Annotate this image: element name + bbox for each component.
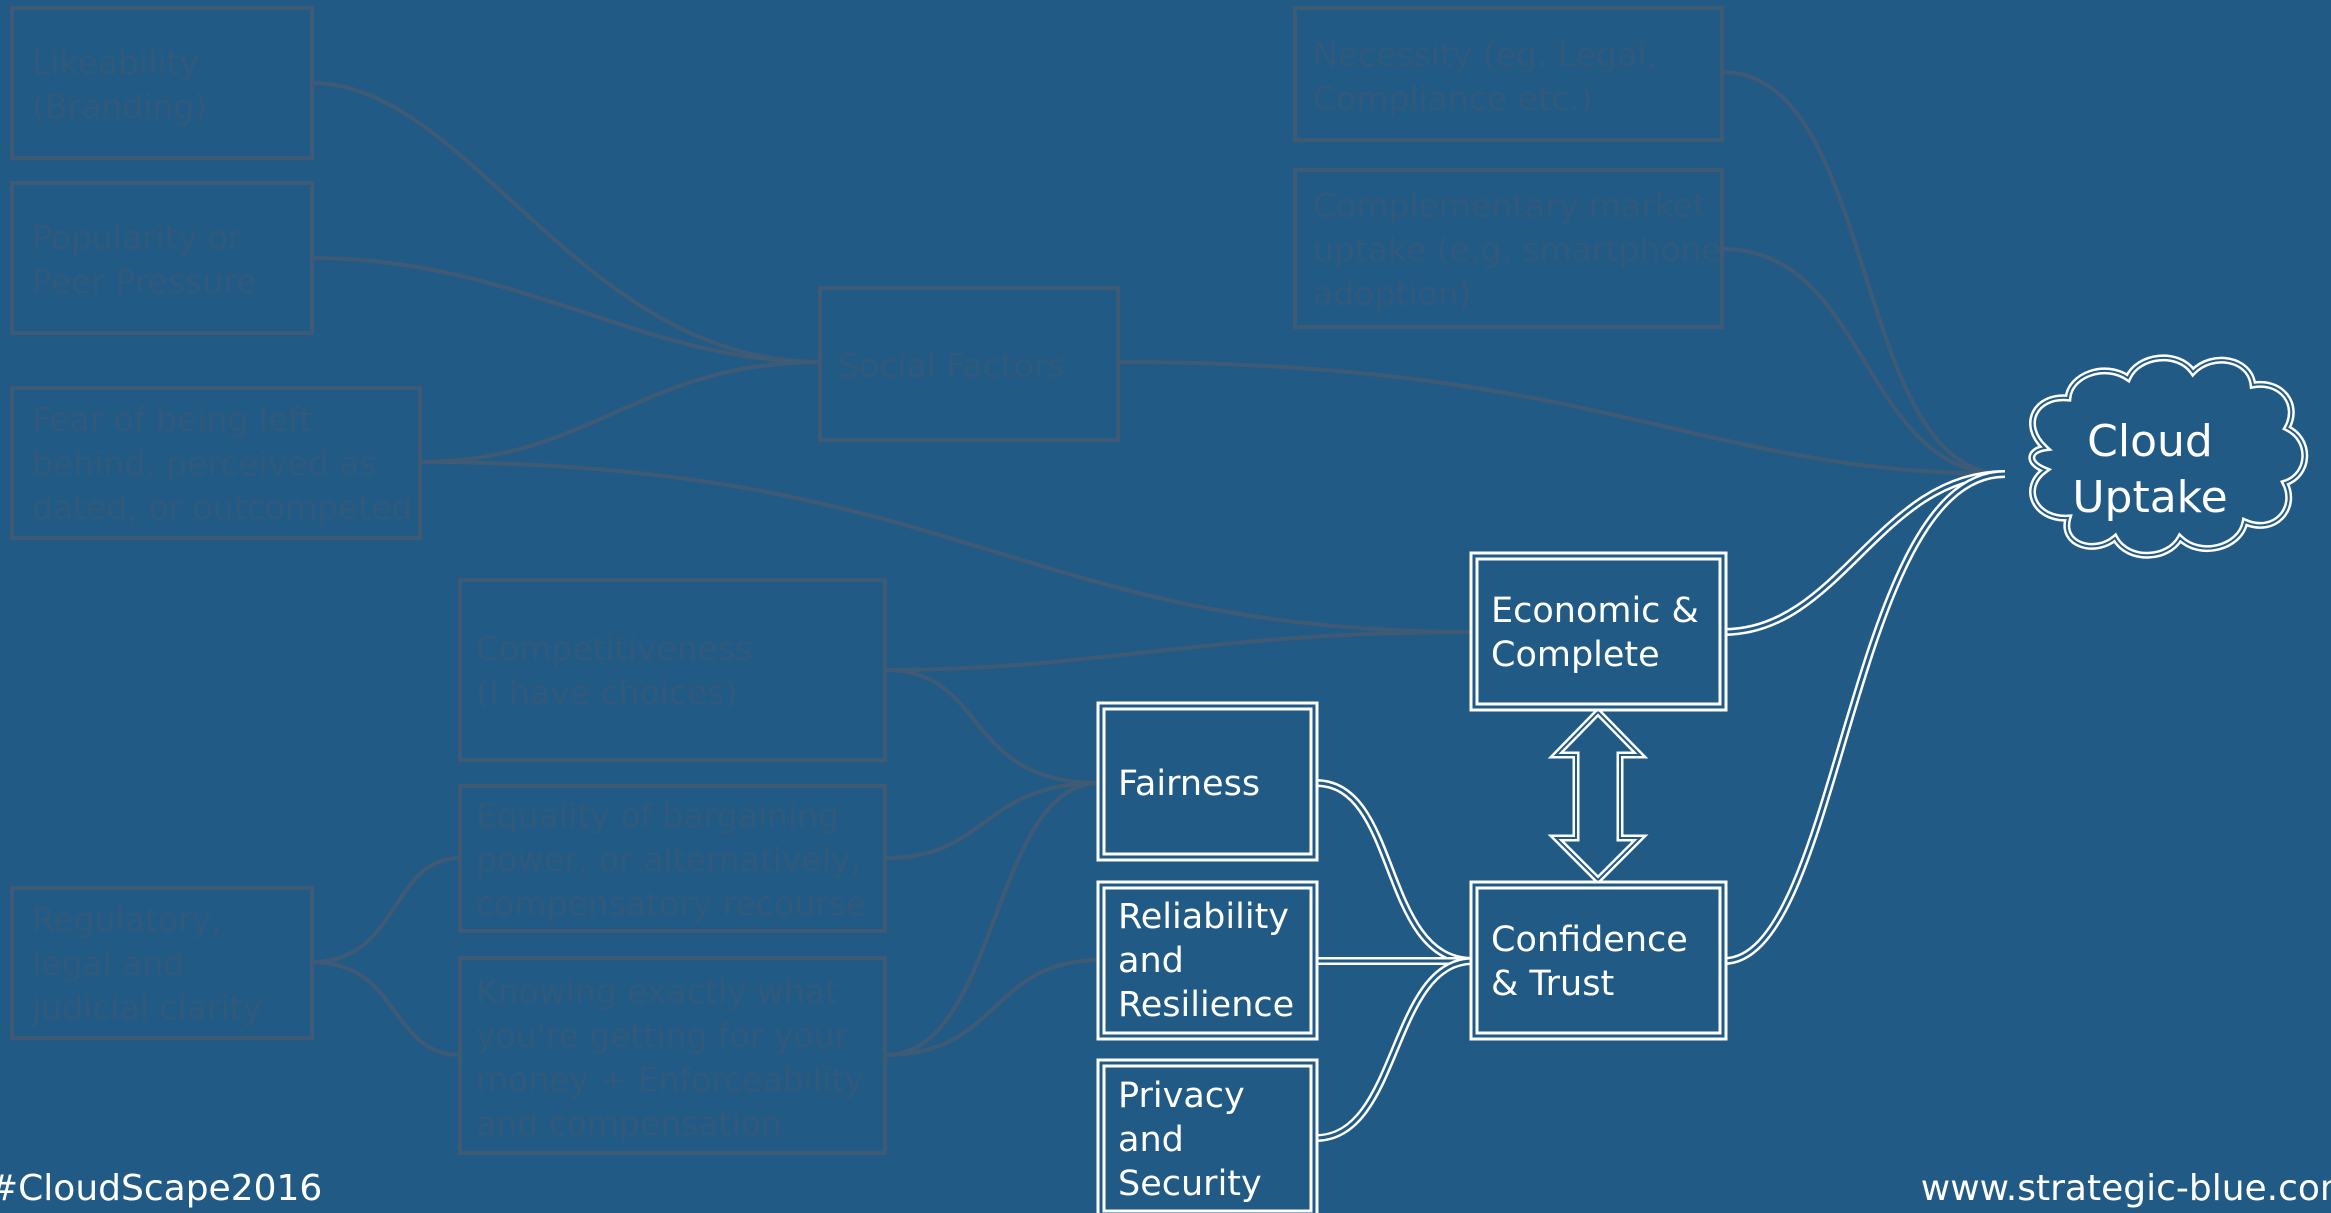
node-popularity-line-1: Popularity or	[32, 218, 242, 257]
node-knowing-line-1: Knowing exactly what	[476, 972, 838, 1011]
node-fairness-label: Fairness	[1118, 764, 1260, 804]
node-complementary-line-3: adoption)	[1313, 274, 1471, 313]
node-privacy-line-3: Security	[1118, 1164, 1262, 1204]
node-likeability-line-2: (Branding)	[32, 87, 207, 126]
node-complementary: Complementary market uptake (e.g. smartp…	[1293, 168, 1724, 329]
bright-nodes: Economic & Complete Fairness Reliability…	[1096, 551, 1728, 1213]
node-economic-line-2: Complete	[1491, 635, 1660, 675]
node-privacy-security: Privacy and Security	[1096, 1058, 1319, 1213]
node-necessity: Necessity (eg. Legal, Compliance etc.)	[1293, 6, 1724, 142]
cloud-uptake-node: Cloud Uptake	[2028, 354, 2309, 559]
connector-popularity-social	[311, 256, 821, 364]
connector-confidence-cloud	[1723, 470, 2006, 965]
node-knowing-line-2: you're getting for your	[476, 1016, 848, 1055]
node-social-factors: Social Factors	[818, 286, 1120, 442]
node-fear-line-2: behind, perceived as	[32, 444, 377, 483]
node-complementary-line-1: Complementary market	[1313, 186, 1706, 225]
node-confidence-line-1: Confidence	[1491, 920, 1688, 960]
node-competitiveness: Competitiveness (I have choices)	[458, 578, 887, 762]
node-reliability-line-2: and	[1118, 941, 1184, 981]
node-equality-line-3: compensatory recourse	[476, 884, 866, 923]
connector-competitiveness-fairness	[884, 668, 1101, 785]
cloud-uptake-line-1: Cloud	[2087, 416, 2213, 467]
connector-economic-cloud	[1723, 470, 2006, 636]
double-arrow-economic-confidence	[1547, 706, 1649, 885]
connector-fairness-confidence	[1315, 779, 1474, 965]
node-fairness: Fairness	[1096, 701, 1319, 862]
connector-social-cloud	[1117, 360, 2006, 476]
node-fear: Fear of being left behind, perceived as …	[10, 386, 422, 540]
node-competitiveness-line-2: (I have choices)	[476, 673, 738, 712]
connector-likeability-social	[311, 81, 821, 364]
cloud-uptake-line-2: Uptake	[2072, 472, 2227, 523]
node-economic-complete: Economic & Complete	[1469, 551, 1728, 712]
footer-hashtag: #CloudScape2016	[0, 1168, 323, 1209]
connector-knowing-fairness	[884, 781, 1101, 1057]
node-likeability-line-1: Likeability	[32, 43, 199, 82]
connector-knowing-reliability	[884, 958, 1101, 1057]
node-economic-line-1: Economic &	[1491, 591, 1699, 631]
node-competitiveness-line-1: Competitiveness	[476, 629, 752, 668]
connector-regulatory-equality	[311, 856, 461, 964]
node-regulatory-line-2: legal and	[32, 944, 184, 983]
faded-connectors	[311, 70, 2006, 1057]
connector-competitiveness-economic	[884, 630, 1474, 672]
connector-equality-fairness	[884, 781, 1101, 860]
connector-privacy-confidence	[1315, 957, 1474, 1142]
node-regulatory-line-3: judicial clarity	[31, 988, 262, 1027]
connector-fear-economic	[419, 460, 1474, 634]
node-popularity-line-2: Peer Pressure	[32, 262, 256, 301]
node-privacy-line-1: Privacy	[1118, 1076, 1245, 1116]
node-necessity-line-1: Necessity (eg. Legal,	[1313, 35, 1657, 74]
node-reliability-line-1: Reliability	[1118, 897, 1289, 937]
node-equality: Equality of bargaining power, or alterna…	[458, 784, 887, 933]
node-fear-line-1: Fear of being left	[32, 400, 312, 439]
node-equality-line-2: power, or alternatively,	[476, 840, 861, 879]
node-regulatory: Regulatory, legal and judicial clarity	[10, 886, 314, 1040]
node-knowing-line-3: money + Enforceability	[476, 1060, 864, 1099]
node-likeability: Likeability (Branding)	[10, 6, 314, 160]
node-knowing-line-4: and compensation	[476, 1104, 782, 1143]
node-popularity: Popularity or Peer Pressure	[10, 181, 314, 335]
node-privacy-line-2: and	[1118, 1120, 1184, 1160]
bright-connectors	[1315, 470, 2006, 1142]
node-complementary-line-2: uptake (e.g. smartphone	[1313, 230, 1722, 269]
faded-nodes: Likeability (Branding) Popularity or Pee…	[10, 6, 1724, 1155]
footer-website: www.strategic-blue.com	[1920, 1168, 2331, 1209]
connector-regulatory-knowing	[311, 960, 461, 1057]
node-confidence-line-2: & Trust	[1491, 964, 1614, 1004]
node-regulatory-line-1: Regulatory,	[32, 900, 222, 939]
node-reliability-resilience: Reliability and Resilience	[1096, 880, 1319, 1041]
node-necessity-line-2: Compliance etc.)	[1313, 79, 1593, 118]
node-confidence-trust: Confidence & Trust	[1469, 880, 1728, 1041]
connector-fear-social	[419, 360, 821, 464]
node-knowing: Knowing exactly what you're getting for …	[458, 956, 887, 1155]
node-reliability-line-3: Resilience	[1118, 985, 1294, 1025]
node-fear-line-3: dated, or outcompeted	[32, 488, 413, 527]
connector-necessity-cloud	[1721, 70, 2006, 476]
node-equality-line-1: Equality of bargaining	[476, 796, 839, 835]
node-social-factors-label: Social Factors	[838, 346, 1065, 385]
connector-complementary-cloud	[1721, 247, 2006, 476]
